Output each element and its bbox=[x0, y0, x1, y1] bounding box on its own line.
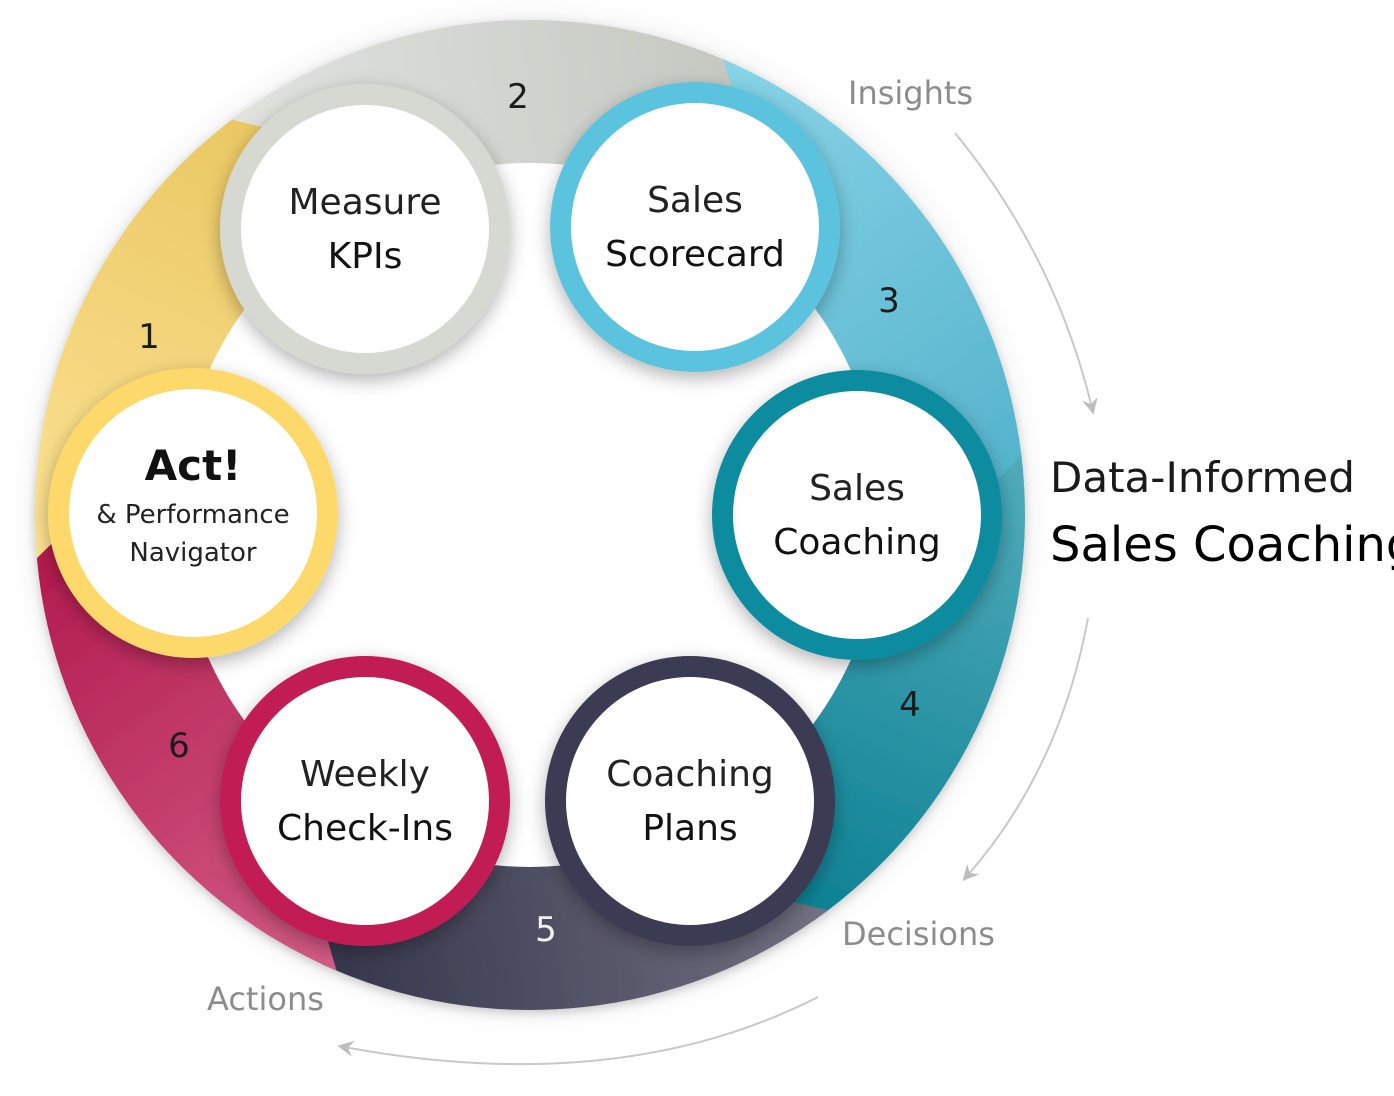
scorecard-line2: Scorecard bbox=[605, 234, 785, 275]
measure-line1: Measure bbox=[289, 182, 442, 223]
title-to-decisions-arrow bbox=[962, 617, 1089, 882]
checkins-line2: Check-Ins bbox=[277, 808, 453, 849]
scorecard-line1: Sales bbox=[647, 180, 743, 221]
act-subtitle-line2: Navigator bbox=[129, 538, 257, 568]
step-number-4: 4 bbox=[899, 685, 921, 725]
plans-line2: Plans bbox=[642, 808, 737, 849]
node-center-4 bbox=[733, 391, 981, 639]
step-number-6: 6 bbox=[168, 726, 190, 766]
step-nodes bbox=[48, 82, 1002, 946]
insights-label: Insights bbox=[848, 74, 973, 112]
act-subtitle-line1: & Performance bbox=[96, 500, 289, 530]
node-center-1 bbox=[69, 389, 317, 637]
node-center-5 bbox=[566, 677, 814, 925]
insights-to-title-arrow bbox=[954, 132, 1098, 415]
node-center-2 bbox=[241, 105, 489, 353]
step-number-3: 3 bbox=[878, 281, 900, 321]
plans-line1: Coaching bbox=[606, 754, 774, 795]
decisions-label: Decisions bbox=[842, 915, 995, 953]
decisions-to-actions-arrow bbox=[337, 996, 819, 1066]
checkins-line1: Weekly bbox=[300, 754, 430, 795]
title-line1: Data-Informed bbox=[1050, 453, 1355, 502]
step-number-2: 2 bbox=[507, 77, 529, 117]
sales-coaching-line2: Coaching bbox=[773, 522, 941, 563]
act-title: Act! bbox=[145, 441, 242, 490]
title-line2: Sales Coaching bbox=[1050, 517, 1394, 573]
measure-line2: KPIs bbox=[328, 236, 403, 277]
step-number-1: 1 bbox=[138, 317, 160, 357]
sales-coaching-line1: Sales bbox=[809, 468, 905, 509]
node-center-3 bbox=[571, 103, 819, 351]
node-center-6 bbox=[241, 677, 489, 925]
step-number-5: 5 bbox=[535, 910, 557, 950]
actions-label: Actions bbox=[207, 980, 324, 1018]
